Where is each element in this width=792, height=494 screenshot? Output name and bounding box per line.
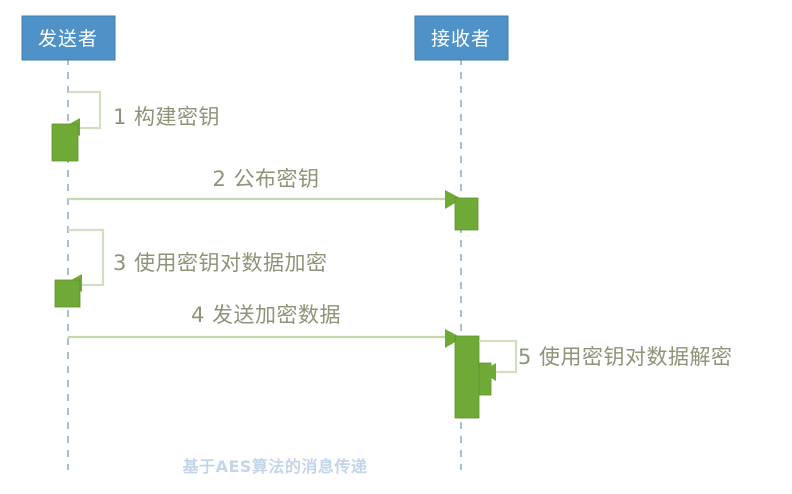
message-2-group[interactable]: 2 公布密钥: [68, 167, 479, 231]
actor-sender[interactable]: 发送者: [21, 15, 116, 61]
message-4-arrowhead: [445, 329, 462, 348]
message-3-activation-bar: [54, 279, 81, 308]
actor-receiver-box[interactable]: [414, 15, 509, 61]
message-5-arrowhead: [481, 363, 496, 381]
diagram-caption: 基于AES算法的消息传递: [182, 457, 368, 476]
actor-receiver-label: 接收者: [431, 28, 491, 50]
message-1-group[interactable]: 1 构建密钥: [51, 90, 220, 162]
message-2-activation-bar: [454, 197, 479, 231]
message-4-group[interactable]: 4 发送加密数据: [68, 303, 462, 348]
message-3-group[interactable]: 3 使用密钥对数据加密: [54, 228, 328, 308]
actor-sender-box[interactable]: [21, 15, 116, 61]
message-1-label: 1 构建密钥: [113, 105, 220, 129]
message-3-self-loop: [68, 228, 105, 287]
actor-sender-label: 发送者: [38, 28, 98, 50]
message-3-label: 3 使用密钥对数据加密: [113, 251, 328, 275]
actor-receiver[interactable]: 接收者: [414, 15, 509, 61]
message-5-self-loop: [479, 339, 518, 374]
message-4-label: 4 发送加密数据: [191, 303, 341, 327]
message-5-label: 5 使用密钥对数据解密: [518, 345, 733, 369]
message-2-label: 2 公布密钥: [212, 167, 319, 191]
message-2-arrowhead: [445, 190, 462, 209]
message-5-activation-bar: [454, 335, 480, 419]
message-5-group[interactable]: 5 使用密钥对数据解密: [454, 335, 733, 419]
message-1-activation-bar: [51, 123, 79, 162]
message-1-self-loop: [68, 90, 102, 130]
